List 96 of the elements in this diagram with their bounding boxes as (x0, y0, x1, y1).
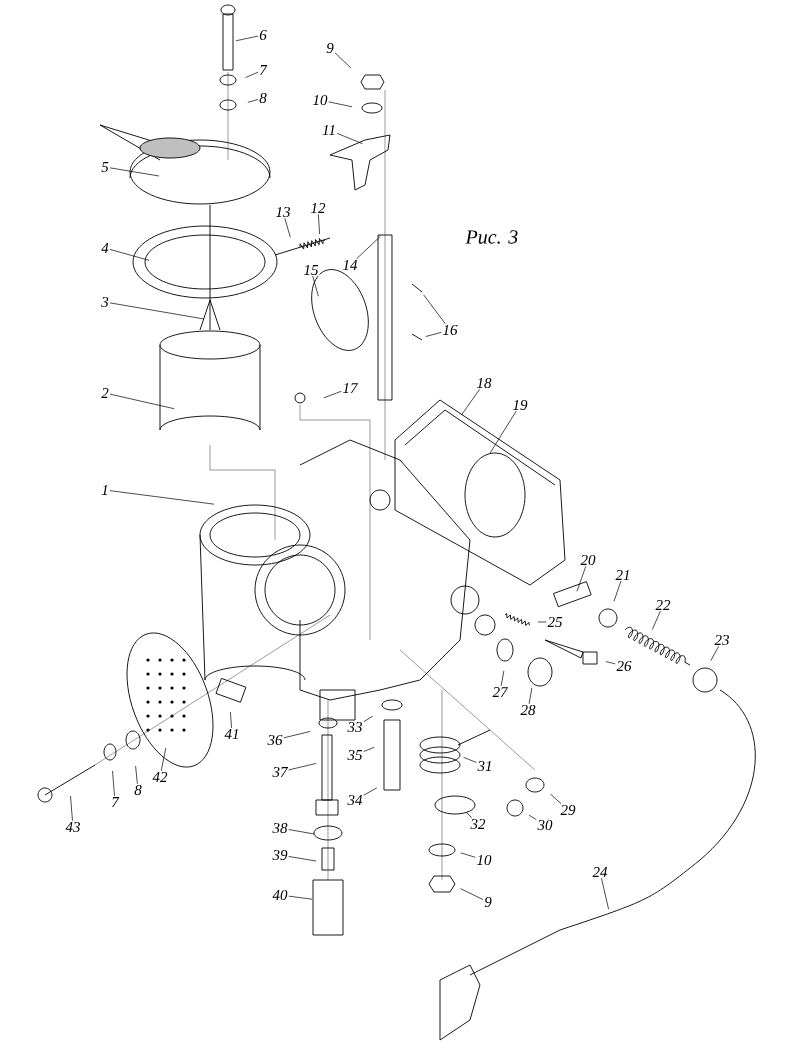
leader-line (288, 763, 317, 771)
callout-number: 19 (511, 398, 529, 412)
leader-line (135, 765, 138, 785)
leader-line (336, 133, 363, 145)
leader-line (460, 888, 484, 900)
leader-line (70, 795, 73, 822)
leader-line (576, 565, 587, 592)
leader-line (288, 895, 313, 900)
callout-number: 6 (258, 28, 268, 42)
leader-line (465, 811, 473, 819)
callout-number: 40 (271, 888, 289, 902)
callout-number: 4 (100, 242, 110, 254)
leader-line (288, 829, 315, 835)
callout-number: 27 (491, 686, 509, 698)
leader-line (323, 390, 342, 399)
callout-number: 36 (266, 733, 284, 747)
leader-line (160, 747, 167, 772)
callout-number: 11 (321, 124, 337, 136)
callout-number: 7 (110, 796, 120, 808)
leader-line (363, 787, 378, 796)
leader-line (710, 645, 719, 662)
leader-line (284, 217, 291, 238)
callout-number: 38 (271, 821, 289, 835)
callout-number: 31 (476, 759, 494, 773)
leader-line (363, 746, 375, 752)
leader-line (356, 235, 381, 260)
callout-number: 5 (100, 161, 110, 173)
callout-number: 8 (258, 91, 268, 105)
callout-number: 37 (271, 765, 289, 779)
callout-number: 32 (469, 817, 487, 831)
callout-number: 34 (346, 793, 364, 807)
callout-number: 10 (311, 93, 329, 107)
callout-number: 15 (302, 264, 320, 277)
leader-line (605, 661, 616, 665)
callout-number: 25 (546, 615, 564, 629)
leader-line (423, 294, 446, 325)
leader-line (288, 856, 317, 862)
leader-line (613, 580, 622, 602)
callout-number: 42 (151, 771, 169, 783)
leader-line (230, 711, 232, 729)
leader-line (652, 610, 661, 630)
leader-line (463, 756, 477, 763)
leader-line (318, 213, 320, 235)
leader-line (537, 621, 547, 623)
callout-number: 9 (325, 41, 335, 55)
callout-number: 14 (341, 259, 359, 271)
leader-line (235, 35, 259, 42)
callout-number: 23 (713, 633, 731, 647)
leader-line (283, 731, 311, 739)
callout-number: 43 (64, 820, 82, 834)
callout-number: 30 (536, 818, 554, 832)
leader-line (247, 99, 259, 103)
callout-number: 26 (615, 659, 633, 673)
leader-line (109, 490, 215, 505)
callout-number: 24 (591, 866, 609, 878)
leader-line (109, 167, 160, 177)
callout-number: 22 (654, 599, 672, 611)
leader-line (550, 793, 562, 805)
leader-line (109, 249, 150, 261)
leader-line (328, 101, 353, 108)
callout-number: 3 (100, 295, 110, 309)
leader-line (528, 814, 537, 820)
callout-number: 41 (223, 728, 241, 740)
callout-number: 29 (559, 803, 577, 817)
callout-number: 35 (346, 748, 364, 762)
callout-number: 28 (519, 703, 537, 717)
leader-line (109, 393, 175, 410)
leader-line (489, 410, 517, 454)
callout-number: 16 (441, 323, 459, 337)
leader-line (425, 332, 442, 337)
callout-number: 8 (133, 783, 143, 797)
callout-number: 39 (271, 848, 289, 862)
callout-number: 12 (309, 202, 327, 214)
leader-line (528, 687, 533, 705)
leader-line (461, 388, 480, 416)
callout-number: 33 (346, 720, 364, 734)
callout-number: 7 (258, 64, 268, 76)
leader-line (112, 770, 115, 797)
leader-line (312, 275, 319, 297)
leader-line (500, 670, 505, 687)
callout-number: 17 (341, 382, 359, 394)
callout-number: 10 (475, 853, 493, 867)
leader-line (601, 877, 609, 910)
callout-number: 9 (483, 895, 493, 909)
callout-number: 20 (579, 553, 597, 567)
callout-number: 1 (100, 484, 110, 496)
callout-number: 18 (475, 376, 493, 390)
leader-line (245, 71, 259, 78)
callout-number: 13 (274, 205, 292, 219)
callout-number: 21 (614, 569, 632, 581)
leader-line (109, 302, 205, 320)
callout-number: 2 (100, 387, 110, 399)
leader-line (460, 852, 476, 858)
leader-line (363, 715, 374, 723)
leader-line (334, 52, 352, 69)
figure-caption: Рис. 3 (465, 230, 518, 244)
